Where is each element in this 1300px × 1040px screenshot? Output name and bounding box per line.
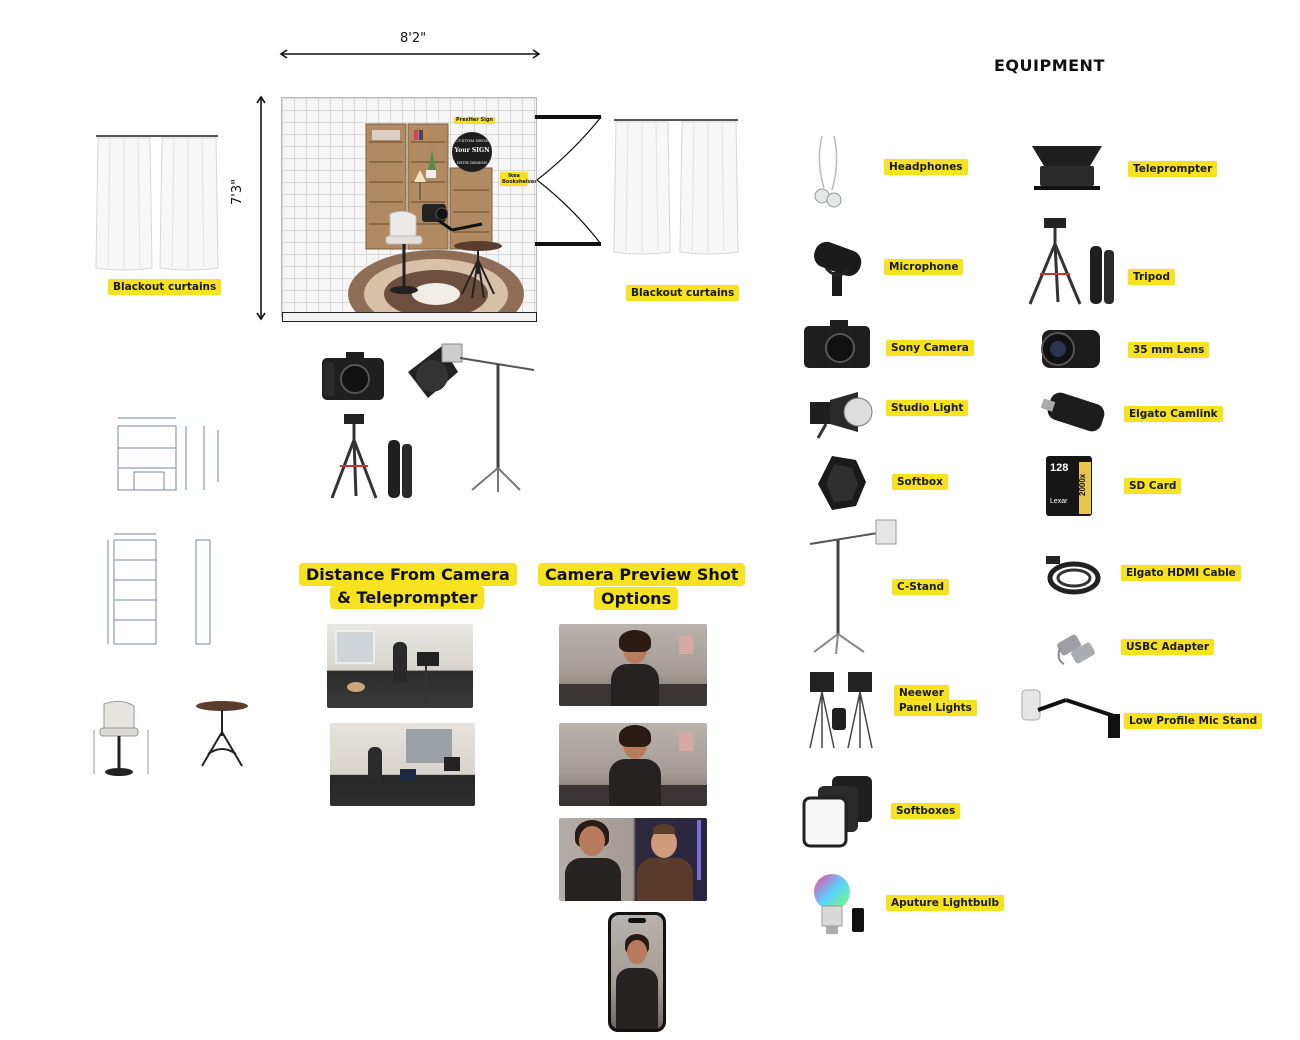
width-label: 8'2" [400, 31, 427, 46]
bookshelf-dimension-drawing-1 [117, 417, 219, 491]
sd-card-speed: 2000x [1078, 473, 1087, 496]
left-curtains [95, 135, 219, 271]
headphones-icon [814, 135, 842, 208]
label-microphone: Microphone [884, 259, 964, 275]
label-sony-camera: Sony Camera [886, 340, 974, 356]
label-usbc-adapter: USBC Adapter [1121, 639, 1215, 655]
height-label: 7'3" [230, 178, 245, 205]
studio-light-icon [810, 392, 873, 439]
sd-card-icon: 128 2000x Lexar [1046, 456, 1092, 516]
label-teleprompter: Teleprompter [1128, 161, 1218, 177]
label-sd-card: SD Card [1124, 478, 1182, 494]
label-headphones: Headphones [884, 159, 968, 175]
label-35mm-lens: 35 mm Lens [1128, 342, 1210, 358]
preview-title-line2: Options [594, 587, 679, 610]
panel-lights-icon [809, 672, 873, 749]
label-studio-light: Studio Light [886, 400, 969, 416]
camera-arm [422, 204, 502, 299]
left-curtains-label: Blackout curtains [108, 279, 222, 295]
sign-text-bottom: WITH DESIGN [456, 160, 488, 165]
bookshelf-dimension-drawing-2 [107, 533, 211, 645]
sd-card-brand: Lexar [1050, 498, 1068, 505]
softboxes-icon [802, 776, 872, 848]
usbc-adapter-icon [1057, 634, 1095, 665]
sign-text-mid: Your SIGN [454, 147, 490, 154]
sign-text-top: CUSTOM NEON [455, 138, 489, 143]
hdmi-cable-icon [1046, 556, 1101, 595]
lens-icon [1041, 330, 1100, 368]
table-dimension-drawing [196, 701, 248, 767]
distance-photo-2 [330, 723, 475, 806]
camlink-icon [1040, 392, 1105, 432]
preview-photo-1 [559, 624, 707, 706]
label-softboxes: Softboxes [891, 803, 961, 819]
double-door [535, 115, 602, 246]
right-curtains [613, 119, 739, 255]
label-tripod: Tripod [1128, 269, 1176, 285]
camera-icon-equipment [804, 320, 870, 368]
label-aputure-lightbulb: Aputure Lightbulb [886, 895, 1004, 911]
label-low-profile-mic-stand: Low Profile Mic Stand [1124, 713, 1263, 729]
sd-card-capacity: 128 [1050, 462, 1069, 474]
label-hdmi-cable: Elgato HDMI Cable [1121, 565, 1241, 581]
softbox-icon [818, 456, 866, 510]
distance-title-line1: Distance From Camera [299, 563, 517, 586]
microphone-icon [814, 241, 862, 296]
label-panel-lights-line2: Panel Lights [894, 700, 977, 716]
mic-stand-icon [1021, 689, 1120, 738]
lightbulb-icon [814, 874, 864, 934]
label-elgato-camlink: Elgato Camlink [1124, 406, 1223, 422]
chair-dimension-drawing [93, 700, 149, 776]
height-arrow [256, 95, 266, 321]
c-stand-icon [809, 519, 897, 655]
room-wall-bottom [282, 312, 537, 322]
label-softbox: Softbox [892, 474, 948, 490]
bookshelf-label: Ikea Bookshelves [500, 172, 537, 186]
equipment-heading: EQUIPMENT [994, 56, 1105, 75]
neon-sign: CUSTOM NEON Your SIGN WITH DESIGN [452, 132, 492, 172]
distance-photo-1 [327, 624, 473, 708]
bar-chair [385, 210, 423, 294]
room-plan: CUSTOM NEON Your SIGN WITH DESIGN PrexHe… [281, 97, 537, 317]
label-panel-lights-line1: Neewer [894, 685, 950, 701]
preview-photo-3 [559, 818, 707, 901]
preview-title-line1: Camera Preview Shot [538, 563, 746, 586]
width-arrow [279, 49, 541, 59]
studio-light-c-stand-icon [408, 343, 535, 492]
distance-title-line2: & Teleprompter [330, 586, 485, 609]
preview-phone [608, 912, 666, 1032]
tripod-icon [1028, 218, 1114, 305]
right-curtains-label: Blackout curtains [626, 285, 740, 301]
tripod-icon-small [330, 414, 412, 499]
label-c-stand: C-Stand [892, 579, 949, 595]
preview-photo-2 [559, 723, 707, 806]
camera-icon [322, 352, 384, 400]
sign-label: PrexHer Sign [454, 117, 495, 124]
teleprompter-icon [1032, 146, 1102, 190]
